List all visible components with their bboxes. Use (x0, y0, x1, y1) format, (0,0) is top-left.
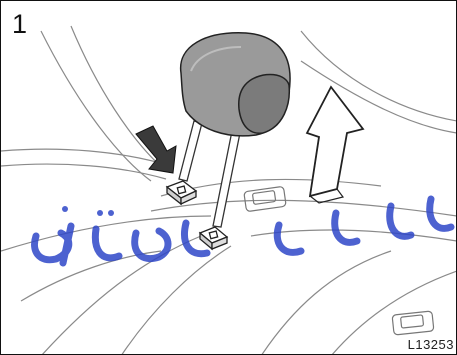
headrest-stays (179, 121, 241, 227)
release-button-upper (167, 181, 196, 204)
press-down-arrow-icon (136, 126, 176, 173)
headrest (181, 33, 290, 136)
watermark-logo (35, 199, 451, 263)
seat-button-left (244, 186, 286, 211)
lift-up-arrow-icon (307, 87, 363, 203)
figure-code: L13253 (408, 338, 454, 351)
seat-button-right (392, 311, 434, 335)
step-number: 1 (12, 11, 27, 38)
release-button-lower (200, 227, 227, 249)
